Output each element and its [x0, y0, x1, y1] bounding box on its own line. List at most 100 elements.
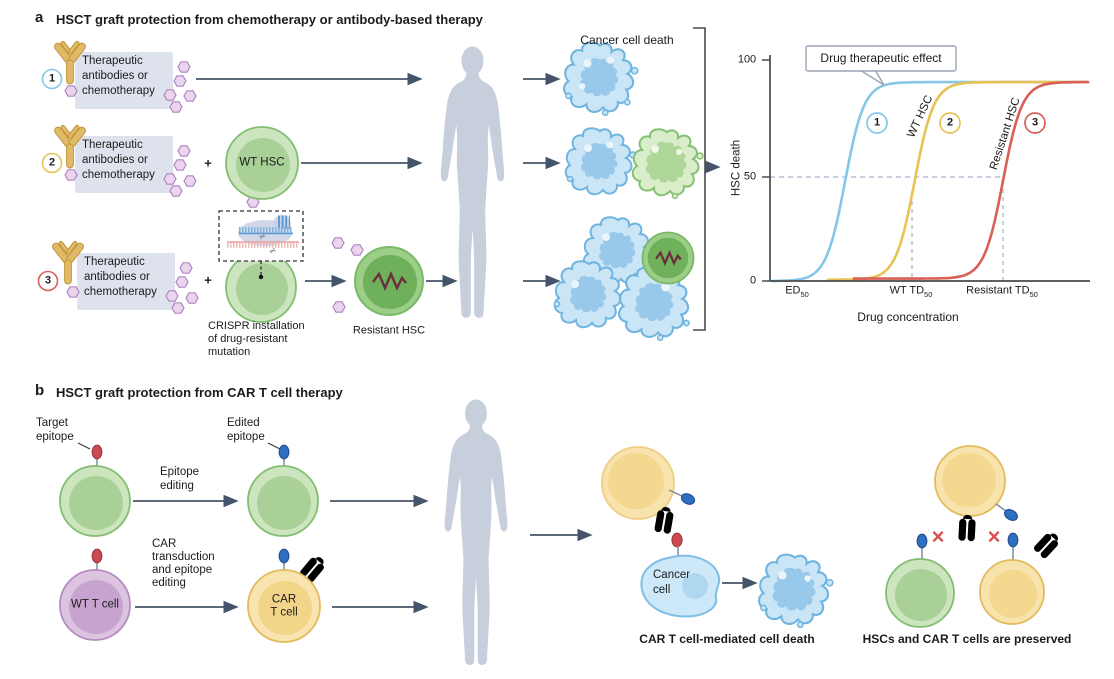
x-label-main: WT TD: [889, 284, 925, 297]
car-t-cell-label: CAR: [271, 593, 297, 606]
dying-hsc-cell: [631, 128, 704, 200]
x-label-wt-td50: WT TD50: [889, 284, 933, 299]
target-epitope-icon: [91, 548, 103, 564]
edited-epitope-label: Edited: [227, 417, 260, 429]
cancer-cell: [640, 554, 721, 618]
therapy-box-line: chemotherapy: [84, 286, 157, 298]
car-transduction-label: transduction: [152, 551, 215, 563]
dna-mutation-icon: [372, 270, 407, 292]
edited-epitope-icon: [1007, 532, 1019, 548]
callout-tail: [857, 69, 885, 86]
leader-line: [267, 442, 281, 450]
cancer-cell-label: Cancer: [653, 569, 691, 581]
target-epitope-label: epitope: [36, 431, 74, 443]
therapy-box-3: [77, 253, 175, 310]
y-tick-100: 100: [737, 53, 757, 66]
badge-1-circle: [41, 68, 63, 90]
human-silhouette: [440, 46, 505, 318]
chart-badge-2-label: 2: [946, 116, 954, 129]
resistant-hsc-label: Resistant HSC: [352, 324, 426, 337]
chart-badge-3-label: 3: [1031, 116, 1039, 129]
preserved-car-t-cell-right: [979, 559, 1045, 625]
x-axis-label: Drug concentration: [857, 310, 959, 324]
preserved-caption: HSCs and CAR T cells are preserved: [862, 632, 1072, 646]
x-label-main: ED: [785, 284, 801, 297]
crispr-caption-line: mutation: [208, 346, 251, 358]
wt-hsc-label: WT HSC: [239, 156, 285, 169]
cancer-cell-death-label: Cancer cell death: [580, 33, 674, 47]
panel-a-label: a: [35, 9, 44, 26]
crispr-complex-icon: ✂ ✂: [218, 210, 304, 280]
car-t-cell-label: T cell: [270, 606, 298, 619]
resistant-hsc-cell: [354, 246, 424, 316]
dying-cancer-cell: [617, 266, 690, 342]
therapy-box-line: Therapeutic: [84, 256, 145, 268]
row-badge-1: 1: [48, 72, 56, 85]
blocked-x-icon: ×: [988, 524, 1001, 549]
human-silhouette: [444, 399, 508, 665]
edited-epitope-icon: [680, 493, 696, 505]
resistant-hsc-cell-small: [641, 231, 695, 285]
edited-epitope-label: epitope: [227, 431, 265, 443]
therapy-box-line: antibodies or: [84, 271, 150, 283]
edited-epitope-icon: [1004, 509, 1018, 521]
edited-epitope-icon: [278, 444, 290, 460]
x-label-sub: 50: [1029, 289, 1038, 299]
epitope-editing-label: Epitope: [160, 466, 200, 478]
chart-badge-2: [939, 112, 961, 134]
edited-epitope-icon: [916, 533, 928, 549]
curve-2-wt-hsc: [826, 80, 1088, 281]
callout-box: [805, 45, 957, 72]
therapy-box-line: antibodies or: [82, 154, 148, 166]
row-badge-3: 3: [44, 274, 52, 287]
car-t-cell: [247, 569, 321, 643]
badge-3-circle: [37, 270, 59, 292]
dying-cancer-cell: [564, 127, 637, 196]
chart-badge-1-label: 1: [873, 116, 881, 129]
preserved-hsc-cell: [885, 558, 955, 628]
target-epitope-label: Target: [36, 417, 68, 429]
x-label-sub: 50: [800, 289, 809, 299]
edited-epitope-icon: [278, 548, 290, 564]
edited-hsc-cell: [247, 465, 319, 537]
preserved-car-t-cell-top: [934, 445, 1006, 517]
crispr-caption-line: CRISPR installation: [208, 320, 305, 332]
blocked-x-icon: ×: [932, 524, 945, 549]
epitope-editing-label: editing: [160, 480, 194, 492]
dying-cancer-cell: [553, 260, 622, 329]
scissors-icon: ✂: [267, 245, 278, 256]
y-axis-label: HSC death: [730, 139, 743, 197]
car-receptor-icon: [958, 514, 976, 542]
cancer-cell-label: cell: [653, 584, 671, 596]
therapy-box-2: [75, 136, 173, 193]
hsc-cell: [59, 465, 131, 537]
car-receptor-icon: [1032, 529, 1063, 560]
panel-b-label: b: [35, 382, 45, 399]
therapy-box-line: antibodies or: [82, 70, 148, 82]
wt-t-cell: [59, 569, 131, 641]
therapy-box-line: Therapeutic: [82, 55, 143, 67]
panel-b-title: HSCT graft protection from CAR T cell th…: [56, 385, 343, 400]
wt-t-cell-label: WT T cell: [71, 598, 119, 611]
therapy-box-line: chemotherapy: [82, 169, 155, 181]
chart-badge-1: [866, 112, 888, 134]
chart-badge-3: [1024, 112, 1046, 134]
car-transduction-label: editing: [152, 577, 186, 589]
badge-2-circle: [41, 152, 63, 174]
target-epitope-icon: [91, 444, 103, 460]
x-label-main: Resistant TD: [966, 284, 1030, 297]
car-death-caption: CAR T cell-mediated cell death: [639, 632, 815, 646]
crispr-caption-line: of drug-resistant: [208, 333, 288, 345]
crispr-cell: [225, 251, 297, 323]
bracket: [693, 27, 706, 331]
dying-cancer-cell: [757, 553, 834, 629]
leader-line: [77, 442, 91, 450]
car-transduction-label: and epitope: [152, 564, 213, 576]
plus-sign: +: [204, 155, 212, 171]
engaging-car-t-cell: [601, 446, 675, 520]
dying-cancer-cell: [562, 41, 639, 117]
car-transduction-label: CAR: [152, 538, 177, 550]
scissors-icon: ✂: [258, 231, 268, 242]
therapy-box-line: chemotherapy: [82, 85, 155, 97]
